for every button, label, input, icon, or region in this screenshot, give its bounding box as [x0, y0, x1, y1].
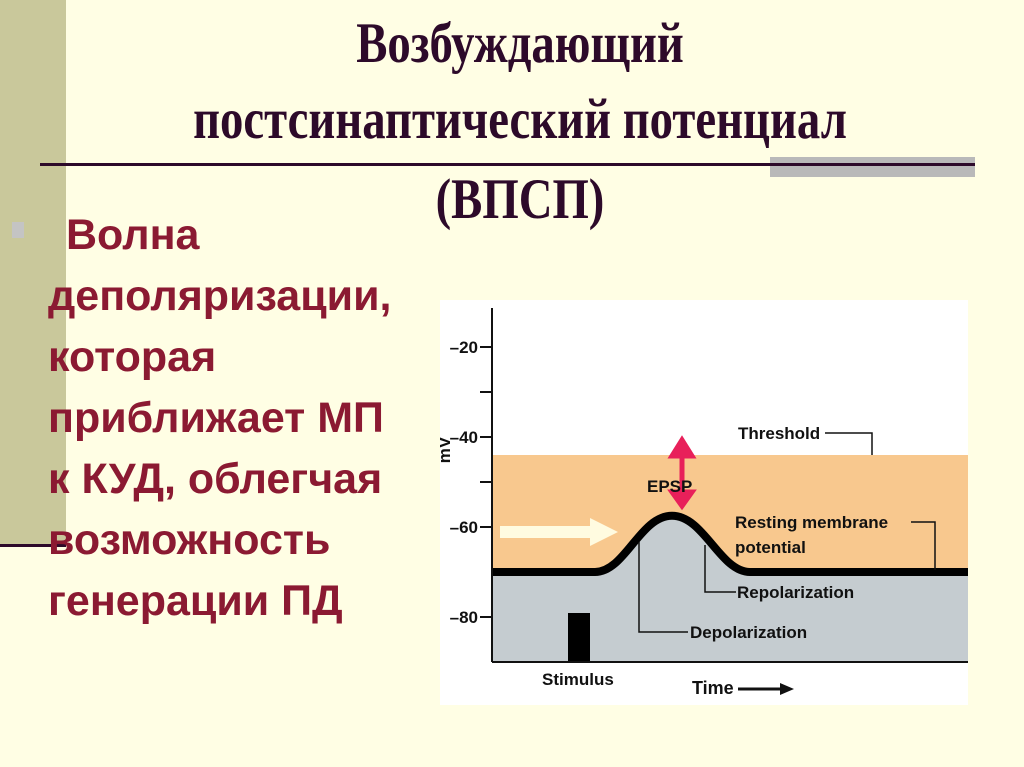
y-tick-label: –60 [450, 518, 478, 537]
epsp-diagram-svg: –20 –40 –60 –80 mV EPSP Threshold Resting m… [435, 308, 968, 698]
stimulus-label: Stimulus [542, 670, 614, 689]
bullet-line: приближает МП [48, 394, 384, 442]
epsp-amplitude-arrow-icon [667, 435, 697, 511]
threshold-label: Threshold [738, 424, 820, 443]
title-line-2: постсинаптический потенциал [193, 88, 847, 151]
depolarized-zone [492, 455, 968, 572]
y-tick-label: –40 [450, 428, 478, 447]
title-line-1: Возбуждающий [356, 12, 684, 75]
title-divider [40, 163, 975, 166]
epsp-diagram: –20 –40 –60 –80 mV EPSP Threshold Resting m… [435, 300, 968, 705]
side-decor-line [0, 544, 66, 547]
y-tick-label: –80 [450, 608, 478, 627]
bullet-line: Волна [66, 211, 200, 259]
bullet-text: Волна деполяризации, которая приближает … [48, 205, 468, 632]
bullet-line: деполяризации, [48, 272, 392, 320]
white-arrow-icon [500, 518, 618, 546]
repolarization-label: Repolarization [737, 583, 854, 602]
y-axis-label: mV [440, 436, 454, 463]
stimulus-bar [568, 613, 590, 662]
time-label: Time [692, 678, 734, 698]
bullet-line: к КУД, облегчая [48, 455, 383, 503]
y-axis-ticks: –20 –40 –60 –80 [450, 338, 492, 627]
bullet-line: генерации ПД [48, 577, 343, 625]
title-abbreviation: (ВПСП) [435, 168, 605, 231]
time-arrow-icon [738, 683, 794, 695]
side-decor-bar [0, 0, 66, 545]
epsp-fill [492, 515, 968, 662]
bullet-line: возможность [48, 516, 331, 564]
membrane-potential-trace [492, 511, 968, 576]
title-decor-gray [770, 157, 975, 177]
y-tick-label: –20 [450, 338, 478, 357]
resting-potential-label-2: potential [735, 538, 806, 557]
leader-lines [638, 432, 936, 633]
epsp-label: EPSP [647, 477, 692, 496]
depolarization-label: Depolarization [690, 623, 807, 642]
slide-title: Возбуждающий постсинаптический потенциал [126, 6, 913, 158]
bullet-line: которая [48, 333, 217, 381]
resting-potential-label: Resting membrane [735, 513, 888, 532]
bullet-icon [12, 222, 24, 238]
